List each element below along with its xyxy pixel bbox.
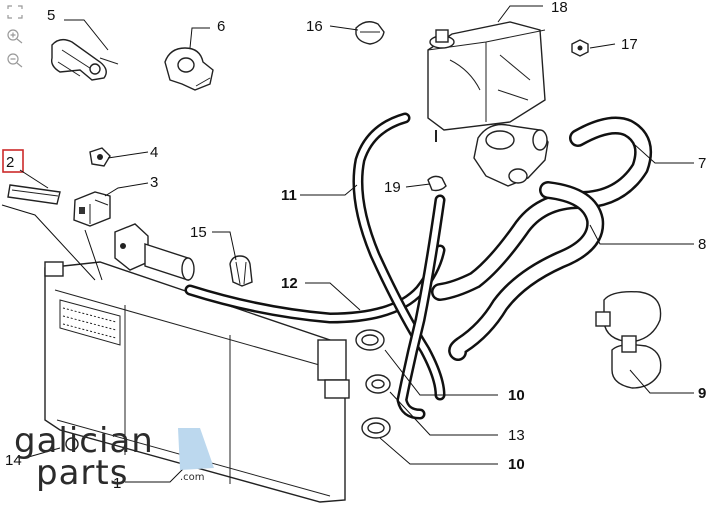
callout-2: 2 [6,154,14,171]
highlight-box [2,149,24,173]
hose-clamp-lower[interactable] [361,417,391,439]
zoom-out-icon[interactable] [6,52,24,68]
callout-1: 1 [113,475,121,492]
watermark-logo: galician parts .com [14,421,214,493]
callout-13: 13 [508,427,525,444]
hose-sleeve[interactable] [427,175,447,192]
callout-9: 9 [698,385,706,402]
callout-4: 4 [150,144,158,161]
watermark-line-1: galician [14,421,154,461]
hex-nut[interactable] [571,39,589,57]
callout-7: 7 [698,155,706,172]
small-hose-clamp[interactable] [65,437,79,451]
rubber-strip[interactable] [7,184,61,205]
callout-5: 5 [47,7,55,24]
expansion-tank[interactable] [427,21,546,142]
callout-16: 16 [306,18,323,35]
callout-15: 15 [190,224,207,241]
callout-10-lower: 10 [508,456,525,473]
hose-clamp-upper[interactable] [355,329,385,351]
mounting-bracket[interactable] [73,191,111,227]
watermark-domain: .com [180,472,205,483]
callout-3: 3 [150,174,158,191]
watermark-line-2: parts [36,453,128,493]
fastener-clip[interactable] [89,147,111,167]
callout-12: 12 [281,275,298,292]
callout-19: 19 [384,179,401,196]
callout-11: 11 [281,187,297,204]
watermark-accent-shape [178,428,214,470]
callout-14: 14 [5,452,22,469]
filler-cap[interactable] [355,21,385,45]
callout-6: 6 [217,18,225,35]
callout-10-upper: 10 [508,387,525,404]
radiator[interactable] [44,261,350,503]
radiator-hose[interactable] [448,181,605,361]
callout-17: 17 [621,36,638,53]
fullscreen-icon[interactable] [6,4,24,20]
zoom-in-icon[interactable] [6,28,24,44]
thermostat-housing[interactable] [473,123,549,187]
hose-clamp-middle[interactable] [365,374,391,394]
callout-18: 18 [551,0,568,16]
hose-support-clip[interactable] [229,255,253,287]
outlet-pipe[interactable] [114,223,195,281]
p-clip-bracket[interactable] [164,47,214,91]
callout-8: 8 [698,236,706,253]
hose-bracket-clamp[interactable] [50,38,119,81]
double-hose-clamp[interactable] [595,290,662,389]
overflow-hose[interactable] [352,112,446,401]
leader-lines [1,5,694,483]
